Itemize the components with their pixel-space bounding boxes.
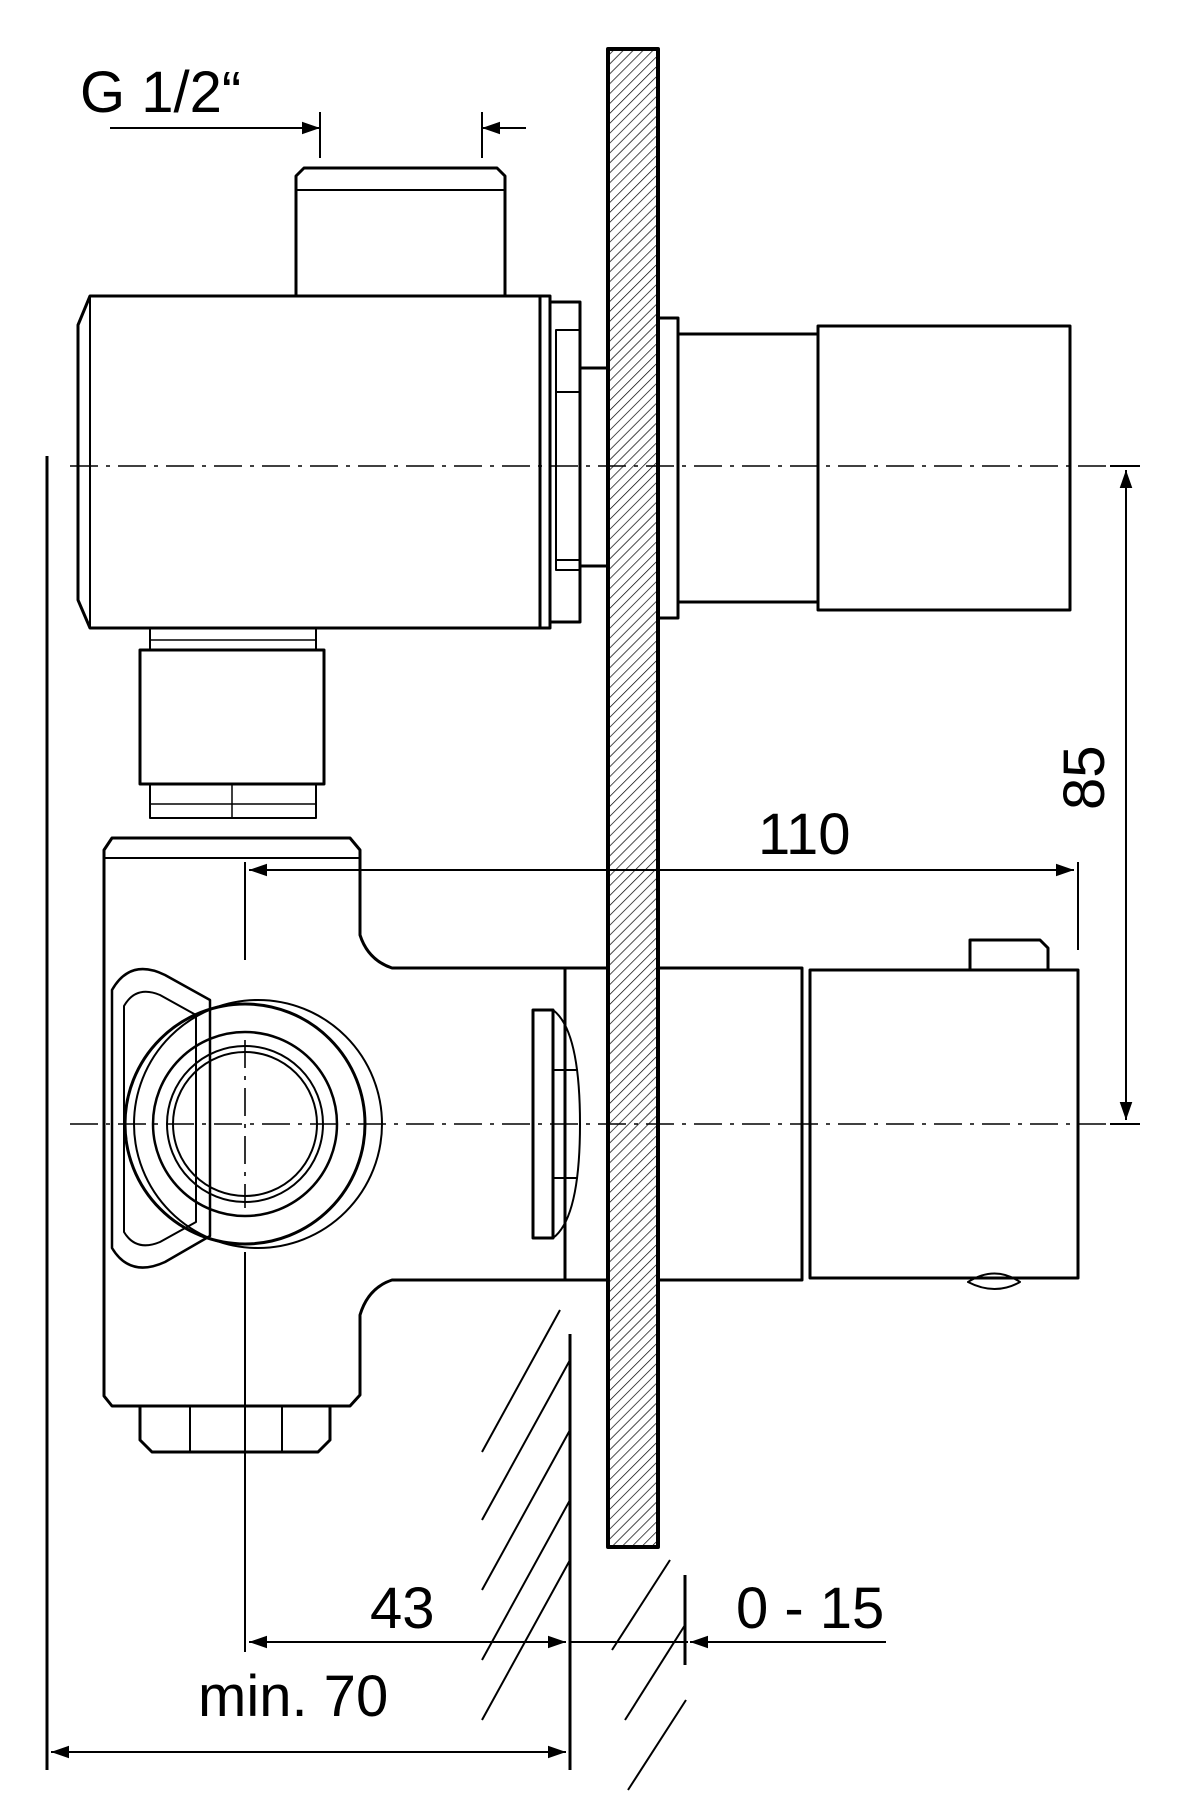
min-depth-label: min. 70 [198,1664,388,1729]
tile-range-label: 0 - 15 [736,1576,884,1641]
projection-label: 110 [758,802,850,867]
wall-panel [606,47,660,1549]
lower-valve [102,836,1080,1454]
centre-lines [70,465,1140,1208]
wall-section-hatch [481,1309,687,1791]
vertical-spacing-label: 85 [1052,745,1117,810]
centre-depth-label: 43 [370,1576,435,1641]
dimension-lines [51,112,1140,1759]
thread-size-label: G 1/2“ [80,60,241,125]
upper-valve [76,166,1072,819]
